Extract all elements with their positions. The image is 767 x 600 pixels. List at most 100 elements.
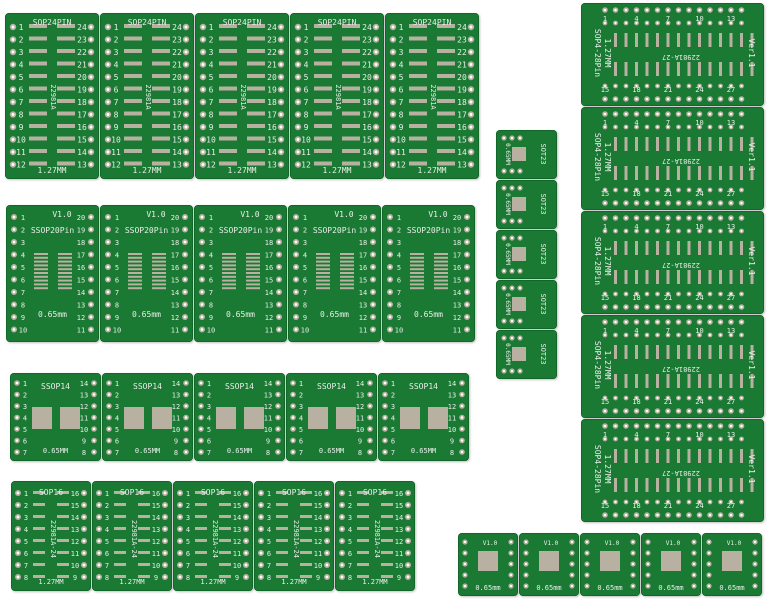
pin-number: 14 (448, 380, 456, 388)
smd-pad (740, 449, 743, 463)
drill-hole (340, 503, 344, 507)
drill-hole (469, 50, 473, 54)
drill-hole (666, 513, 670, 517)
drill-hole (603, 320, 607, 324)
smd-pad (687, 241, 691, 255)
pin-number: 2 (391, 392, 395, 400)
drill-hole (89, 150, 93, 154)
drill-hole (708, 409, 712, 413)
drill-hole (635, 292, 638, 296)
drill-hole (463, 562, 467, 566)
pin-number: 19 (265, 227, 273, 235)
footprint-label: SOP16 (201, 488, 225, 497)
drill-hole (687, 513, 691, 517)
version-label: V1.0 (605, 540, 620, 547)
drill-hole (708, 84, 712, 88)
smd-pad (645, 33, 649, 47)
pitch-label: 0.65MM (227, 447, 252, 455)
smd-pad (222, 275, 236, 278)
pin-number: 9 (450, 438, 454, 446)
smd-pad (316, 275, 330, 278)
pin-number: 17 (457, 111, 467, 120)
pin-number: 8 (266, 449, 270, 457)
smd-pad (409, 61, 427, 66)
pin-number: 22 (77, 48, 87, 57)
smd-pad (645, 241, 649, 255)
smd-pad (687, 137, 691, 151)
drill-hole (570, 562, 574, 566)
smd-pad (247, 74, 265, 78)
drill-hole (687, 320, 691, 324)
pin-number: 5 (391, 426, 395, 434)
pin-number: 13 (314, 526, 322, 534)
drill-hole (740, 229, 743, 233)
smd-pad (437, 111, 455, 116)
drill-hole (585, 584, 589, 588)
pin-number: 14 (362, 148, 372, 157)
smd-pad (708, 345, 712, 359)
drill-hole (614, 229, 617, 233)
smd-pad (645, 449, 649, 463)
drill-hole (107, 427, 111, 431)
drill-hole (740, 292, 743, 296)
pin-number: 13 (448, 392, 456, 400)
smd-pad (656, 62, 659, 76)
drill-hole (89, 88, 93, 91)
pin-number: 3 (303, 239, 307, 247)
smd-pad (357, 575, 369, 578)
pin-number: 6 (304, 86, 309, 95)
pitch-label: 1.27MM (362, 578, 387, 586)
smd-pad (437, 24, 455, 28)
drill-hole (614, 333, 617, 337)
drill-hole (107, 404, 111, 408)
drill-hole (12, 278, 16, 281)
drill-hole (692, 584, 696, 588)
drill-hole (677, 500, 680, 504)
pin-number: 22 (362, 48, 372, 57)
drill-hole (279, 75, 283, 79)
drill-hole (183, 303, 187, 306)
pin-number: 13 (71, 526, 79, 534)
drill-hole (11, 50, 15, 54)
drill-hole (325, 515, 329, 519)
smd-pad (152, 253, 166, 255)
drill-hole (677, 216, 680, 220)
smd-pad (219, 111, 237, 116)
drill-hole (666, 409, 670, 413)
drill-hole (687, 500, 691, 504)
drill-hole (371, 240, 375, 244)
drill-hole (624, 409, 628, 413)
drill-hole (178, 575, 182, 579)
drill-hole (646, 540, 650, 544)
pin-number: 23 (362, 36, 372, 45)
pin-number: 12 (453, 314, 461, 322)
drill-hole (200, 265, 204, 269)
smd-pad (750, 137, 754, 151)
smd-pad (719, 345, 722, 359)
drill-hole (624, 97, 628, 101)
smd-pad (708, 478, 712, 492)
drill-hole (92, 393, 96, 396)
drill-hole (279, 38, 283, 41)
pin-number: 10 (113, 327, 121, 335)
smd-pad (434, 275, 448, 278)
drill-hole (624, 305, 628, 309)
drill-hole (729, 409, 733, 413)
drill-hole (698, 229, 701, 233)
drill-hole (656, 396, 659, 400)
drill-hole (184, 381, 188, 385)
drill-hole (740, 305, 743, 309)
drill-hole (614, 188, 617, 192)
drill-hole (465, 315, 469, 319)
smd-pad (635, 270, 638, 284)
pin-number: 17 (359, 252, 367, 260)
drill-hole (374, 50, 378, 54)
smd-pad (124, 49, 142, 53)
smd-pad (340, 283, 354, 286)
drill-hole (106, 88, 110, 91)
pin-number: 16 (362, 123, 372, 132)
footprint-label: SOT23 (539, 193, 547, 214)
version-label: Ver1.1 (747, 39, 756, 68)
